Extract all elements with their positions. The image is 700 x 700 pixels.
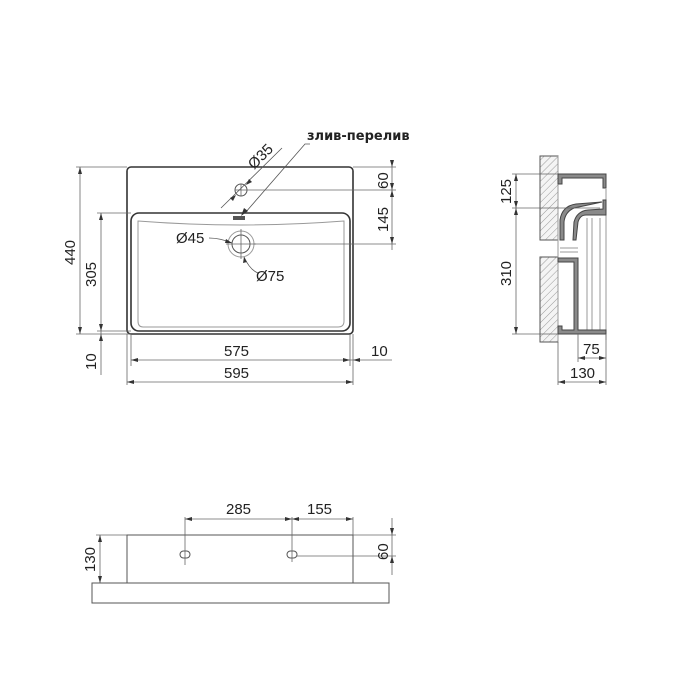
sink-profile-bottom	[557, 257, 607, 335]
top-view: Ø35 злив-перелив Ø45 Ø75 60 145	[62, 129, 410, 385]
tap-hole-diameter-label: Ø35	[245, 141, 277, 173]
front-height-label: 130	[82, 547, 99, 572]
wall-section-upper	[539, 155, 559, 241]
side-bowl-height-label: 310	[498, 261, 515, 286]
hole-to-edge-label: 155	[307, 501, 332, 518]
front-base-slab	[91, 582, 390, 604]
drain-outer-diameter-label: Ø75	[256, 268, 284, 285]
side-margin-label: 10	[371, 343, 388, 360]
overall-width-label: 595	[224, 365, 249, 382]
wall-section-lower	[539, 256, 559, 343]
sink-profile-overflow	[572, 199, 607, 241]
bowl-outline	[130, 212, 351, 332]
sink-outer-outline	[126, 166, 354, 335]
front-margin-label: 10	[83, 353, 100, 370]
hole-height-label: 60	[375, 543, 392, 560]
drain-inner-diameter-label: Ø45	[176, 230, 204, 247]
side-top-height-label: 125	[498, 179, 515, 204]
bowl-inner-rim	[137, 220, 345, 328]
overflow-slot	[233, 216, 245, 220]
side-bottom-depth-label: 75	[583, 341, 600, 358]
sink-profile-top	[557, 173, 607, 189]
side-total-depth-label: 130	[570, 365, 595, 382]
hole-spacing-label: 285	[226, 501, 251, 518]
tap-from-back-label: 60	[375, 172, 392, 189]
overall-depth-label: 440	[62, 240, 79, 265]
bowl-depth-label: 305	[83, 262, 100, 287]
bowl-width-label: 575	[224, 343, 249, 360]
tap-to-drain-label: 145	[375, 207, 392, 232]
front-view: 285 155 60 130	[82, 501, 396, 604]
side-view: 125 310 75 130	[498, 155, 607, 385]
overflow-label: злив-перелив	[307, 129, 410, 144]
front-bowl-body	[126, 534, 354, 584]
